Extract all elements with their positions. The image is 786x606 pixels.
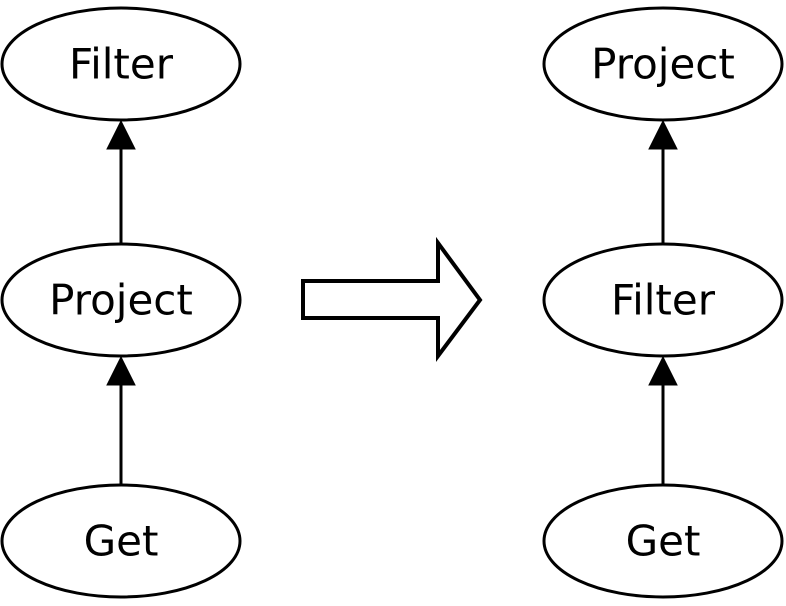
- node-after-middle: Filter: [542, 242, 784, 358]
- edge-get-to-project: [106, 355, 136, 484]
- arrowhead-up-icon: [648, 119, 678, 150]
- transform-right-block-arrow-icon: [301, 236, 483, 362]
- arrowhead-up-icon: [106, 119, 136, 150]
- node-label: Get: [626, 517, 701, 566]
- edge-filter-to-project: [648, 119, 678, 243]
- node-label: Filter: [611, 276, 716, 325]
- node-ellipse: [0, 6, 242, 122]
- node-after-bottom: Get: [542, 483, 784, 599]
- node-ellipse: [542, 242, 784, 358]
- node-ellipse: [0, 242, 242, 358]
- node-label: Get: [84, 517, 159, 566]
- node-before-bottom: Get: [0, 483, 242, 599]
- node-label: Project: [49, 276, 193, 325]
- edge-project-to-filter: [106, 119, 136, 243]
- edge-get-to-filter: [648, 355, 678, 484]
- node-after-top: Project: [542, 6, 784, 122]
- node-ellipse: [0, 483, 242, 599]
- node-label: Project: [591, 40, 735, 89]
- node-ellipse: [542, 483, 784, 599]
- before-pipeline: Filter Project Get: [0, 6, 242, 599]
- node-before-top: Filter: [0, 6, 242, 122]
- node-ellipse: [542, 6, 784, 122]
- after-pipeline: Project Filter Get: [542, 6, 784, 599]
- arrowhead-up-icon: [648, 355, 678, 386]
- arrowhead-up-icon: [106, 355, 136, 386]
- node-before-middle: Project: [0, 242, 242, 358]
- node-label: Filter: [69, 40, 174, 89]
